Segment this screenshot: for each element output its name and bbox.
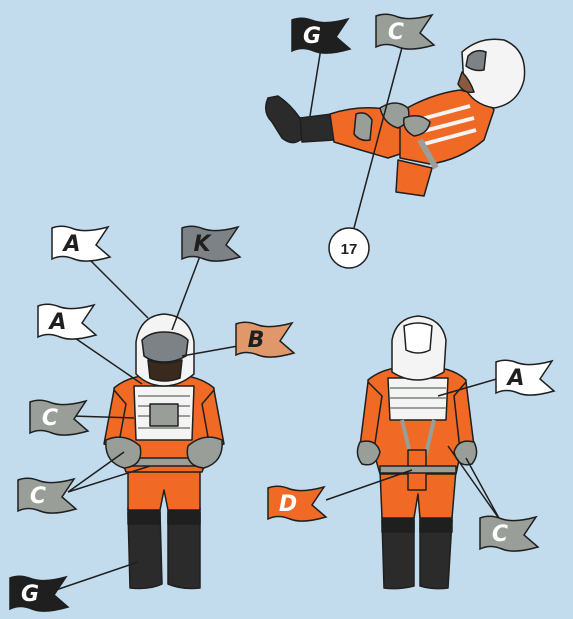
helmet-floating [462,39,525,108]
step-badge: 17 [329,228,369,268]
boot-cuff-floating [300,114,334,142]
flag-label: C [492,522,508,547]
visor-front [142,332,188,362]
helmet-back-panel [404,323,432,353]
flag-label: B [248,328,265,353]
step-number: 17 [341,241,358,258]
knee-pad-floating [354,113,372,141]
face-front [148,360,182,381]
flag-label: C [388,20,404,45]
flag-label: A [505,366,524,391]
belt-back [380,466,456,473]
flag-label: K [193,232,212,257]
flag-label: G [21,582,39,607]
flag-label: D [279,492,297,517]
flag-label: A [61,232,80,257]
flag-label: C [30,484,46,509]
flag-label: C [42,406,58,431]
flag-label: G [303,24,321,49]
flag-label: A [47,310,66,335]
chest-box-front [150,404,178,426]
